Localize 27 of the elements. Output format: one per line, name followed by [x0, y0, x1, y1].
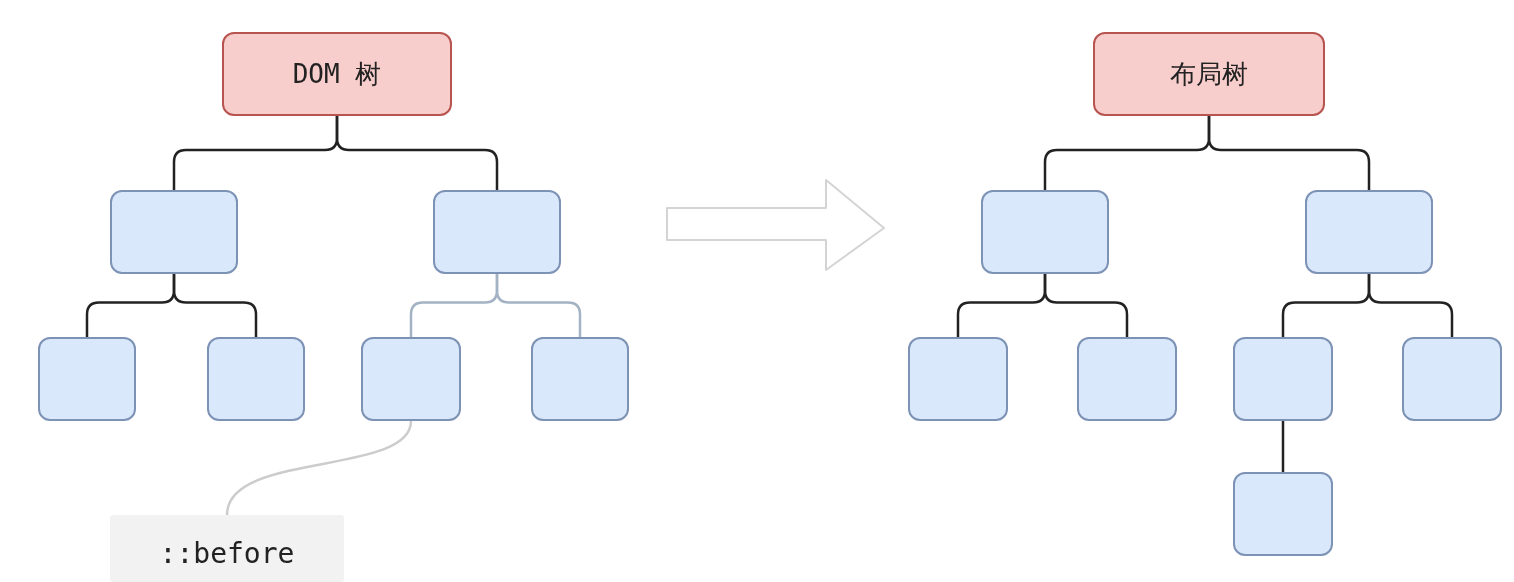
tree-node-box: [361, 337, 461, 421]
tree-node-box: [908, 337, 1008, 421]
tree-node-box: [38, 337, 136, 421]
tree-node-box: [1233, 337, 1333, 421]
tree-connector: [1043, 274, 1129, 337]
tree-connector: [335, 116, 499, 190]
node-label: ::before: [159, 539, 295, 570]
tree-node-box: [1077, 337, 1177, 421]
tree-node-box: [1305, 190, 1433, 274]
tree-node-box: [1402, 337, 1502, 421]
tree-connector: [1367, 274, 1454, 337]
tree-connector: [495, 274, 582, 337]
tree-node-box: [981, 190, 1109, 274]
tree-connector: [172, 274, 258, 337]
tree-root-box: [1093, 32, 1325, 116]
pseudo-element-box: [110, 515, 344, 582]
tree-node-box: [1233, 472, 1333, 556]
leader-line: [225, 420, 413, 516]
tree-root-box: [222, 32, 452, 116]
tree-node-box: [110, 190, 238, 274]
tree-node-box: [207, 337, 305, 421]
node-label: DOM 树: [292, 59, 382, 89]
node-label: 布局树: [1170, 59, 1248, 89]
tree-connector: [1281, 421, 1285, 472]
tree-connector: [1207, 116, 1371, 190]
tree-node-box: [531, 337, 629, 421]
tree-node-box: [433, 190, 561, 274]
